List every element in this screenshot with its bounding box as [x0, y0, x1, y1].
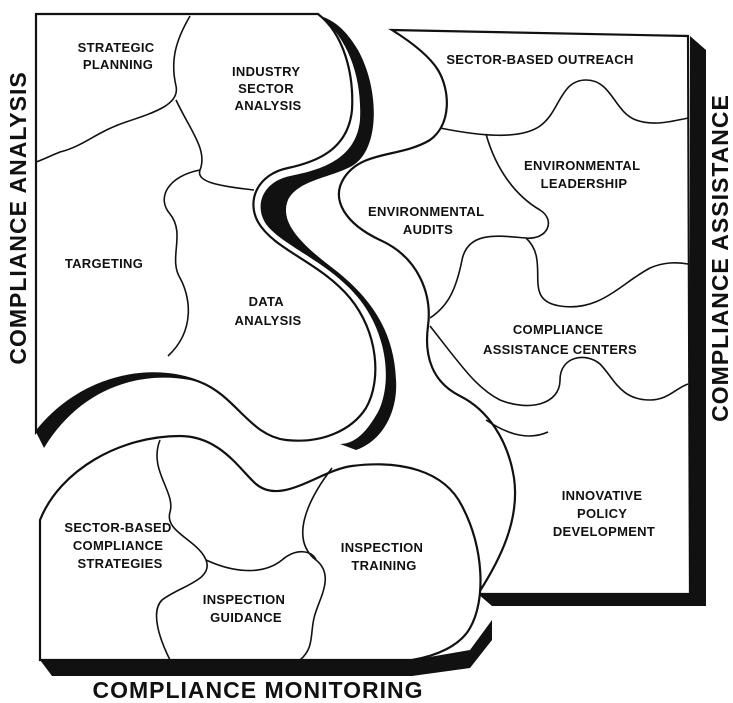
side-label-compliance-analysis: COMPLIANCE ANALYSIS [5, 71, 31, 364]
label-environmental-leadership: ENVIRONMENTAL LEADERSHIP [524, 158, 644, 191]
label-innovative-policy-development: INNOVATIVE POLICY DEVELOPMENT [553, 488, 655, 539]
label-inspection-guidance: INSPECTION GUIDANCE [203, 592, 289, 625]
monitoring-seam-3 [205, 550, 317, 572]
assistance-block [338, 28, 692, 596]
assistance-seam-5 [485, 419, 549, 437]
assistance-seam-4 [429, 325, 689, 407]
label-strategic-planning: STRATEGIC PLANNING [78, 40, 159, 72]
label-compliance-assistance-centers: COMPLIANCE ASSISTANCE CENTERS [483, 322, 637, 357]
monitoring-seam-1 [155, 439, 208, 661]
side-label-compliance-assistance: COMPLIANCE ASSISTANCE [707, 94, 733, 422]
analysis-seam-1 [35, 15, 191, 163]
label-inspection-training: INSPECTION TRAINING [341, 540, 427, 573]
analysis-block [34, 12, 377, 442]
monitoring-block-shadow [40, 620, 492, 676]
assistance-seam-3 [525, 237, 689, 308]
label-industry-sector-analysis: INDUSTRY SECTOR ANALYSIS [232, 64, 304, 113]
label-data-analysis: DATA ANALYSIS [235, 294, 302, 328]
monitoring-seam-2 [299, 467, 333, 661]
analysis-block-shadow [260, 16, 397, 450]
label-sector-based-compliance-strategies: SECTOR-BASED COMPLIANCE STRATEGIES [64, 520, 175, 571]
analysis-seam-2 [175, 99, 255, 191]
label-targeting: TARGETING [65, 256, 143, 271]
monitoring-block [38, 434, 482, 662]
label-sector-based-outreach: SECTOR-BASED OUTREACH [446, 52, 633, 67]
label-environmental-audits: ENVIRONMENTAL AUDITS [368, 204, 488, 237]
side-label-compliance-monitoring: COMPLIANCE MONITORING [92, 677, 423, 703]
analysis-seam-3 [163, 169, 201, 357]
assistance-seam-2 [429, 133, 550, 319]
assistance-seam-1 [439, 79, 689, 137]
